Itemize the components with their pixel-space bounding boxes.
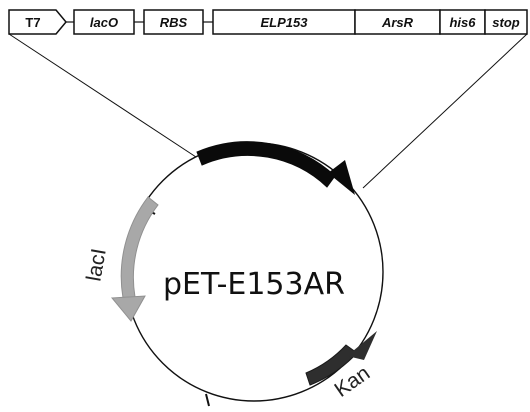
cassette-segment-arsr: ArsR <box>354 9 441 35</box>
cassette-segment-laco: lacO <box>73 9 135 35</box>
segment-label-elp153: ELP153 <box>261 15 309 30</box>
laci-arrow <box>110 196 159 322</box>
segment-label-arsr: ArsR <box>381 15 414 30</box>
cassette-segment-his6: his6 <box>439 9 486 35</box>
segment-label-t7: T7 <box>25 15 40 30</box>
cassette-segment-stop: stop <box>484 9 528 35</box>
segment-label-laco: lacO <box>90 15 118 30</box>
expression-cassette: T7 lacO RBS ELP153 ArsR his6 stop <box>8 9 528 35</box>
segment-label-his6: his6 <box>449 15 476 30</box>
segment-label-rbs: RBS <box>160 15 188 30</box>
segment-label-stop: stop <box>492 15 520 30</box>
insert-arrow <box>196 141 355 195</box>
expansion-line-right <box>362 33 528 189</box>
plasmid-name-label: pET-E153AR <box>163 267 345 302</box>
kan-arrow <box>305 331 377 386</box>
backbone-tick-mark <box>205 393 210 407</box>
cassette-segment-rbs: RBS <box>143 9 204 35</box>
expansion-line-left <box>8 33 197 158</box>
laci-label: lacI <box>82 247 110 283</box>
cassette-segment-t7: T7 <box>8 9 67 35</box>
cassette-segment-elp153: ELP153 <box>212 9 356 35</box>
